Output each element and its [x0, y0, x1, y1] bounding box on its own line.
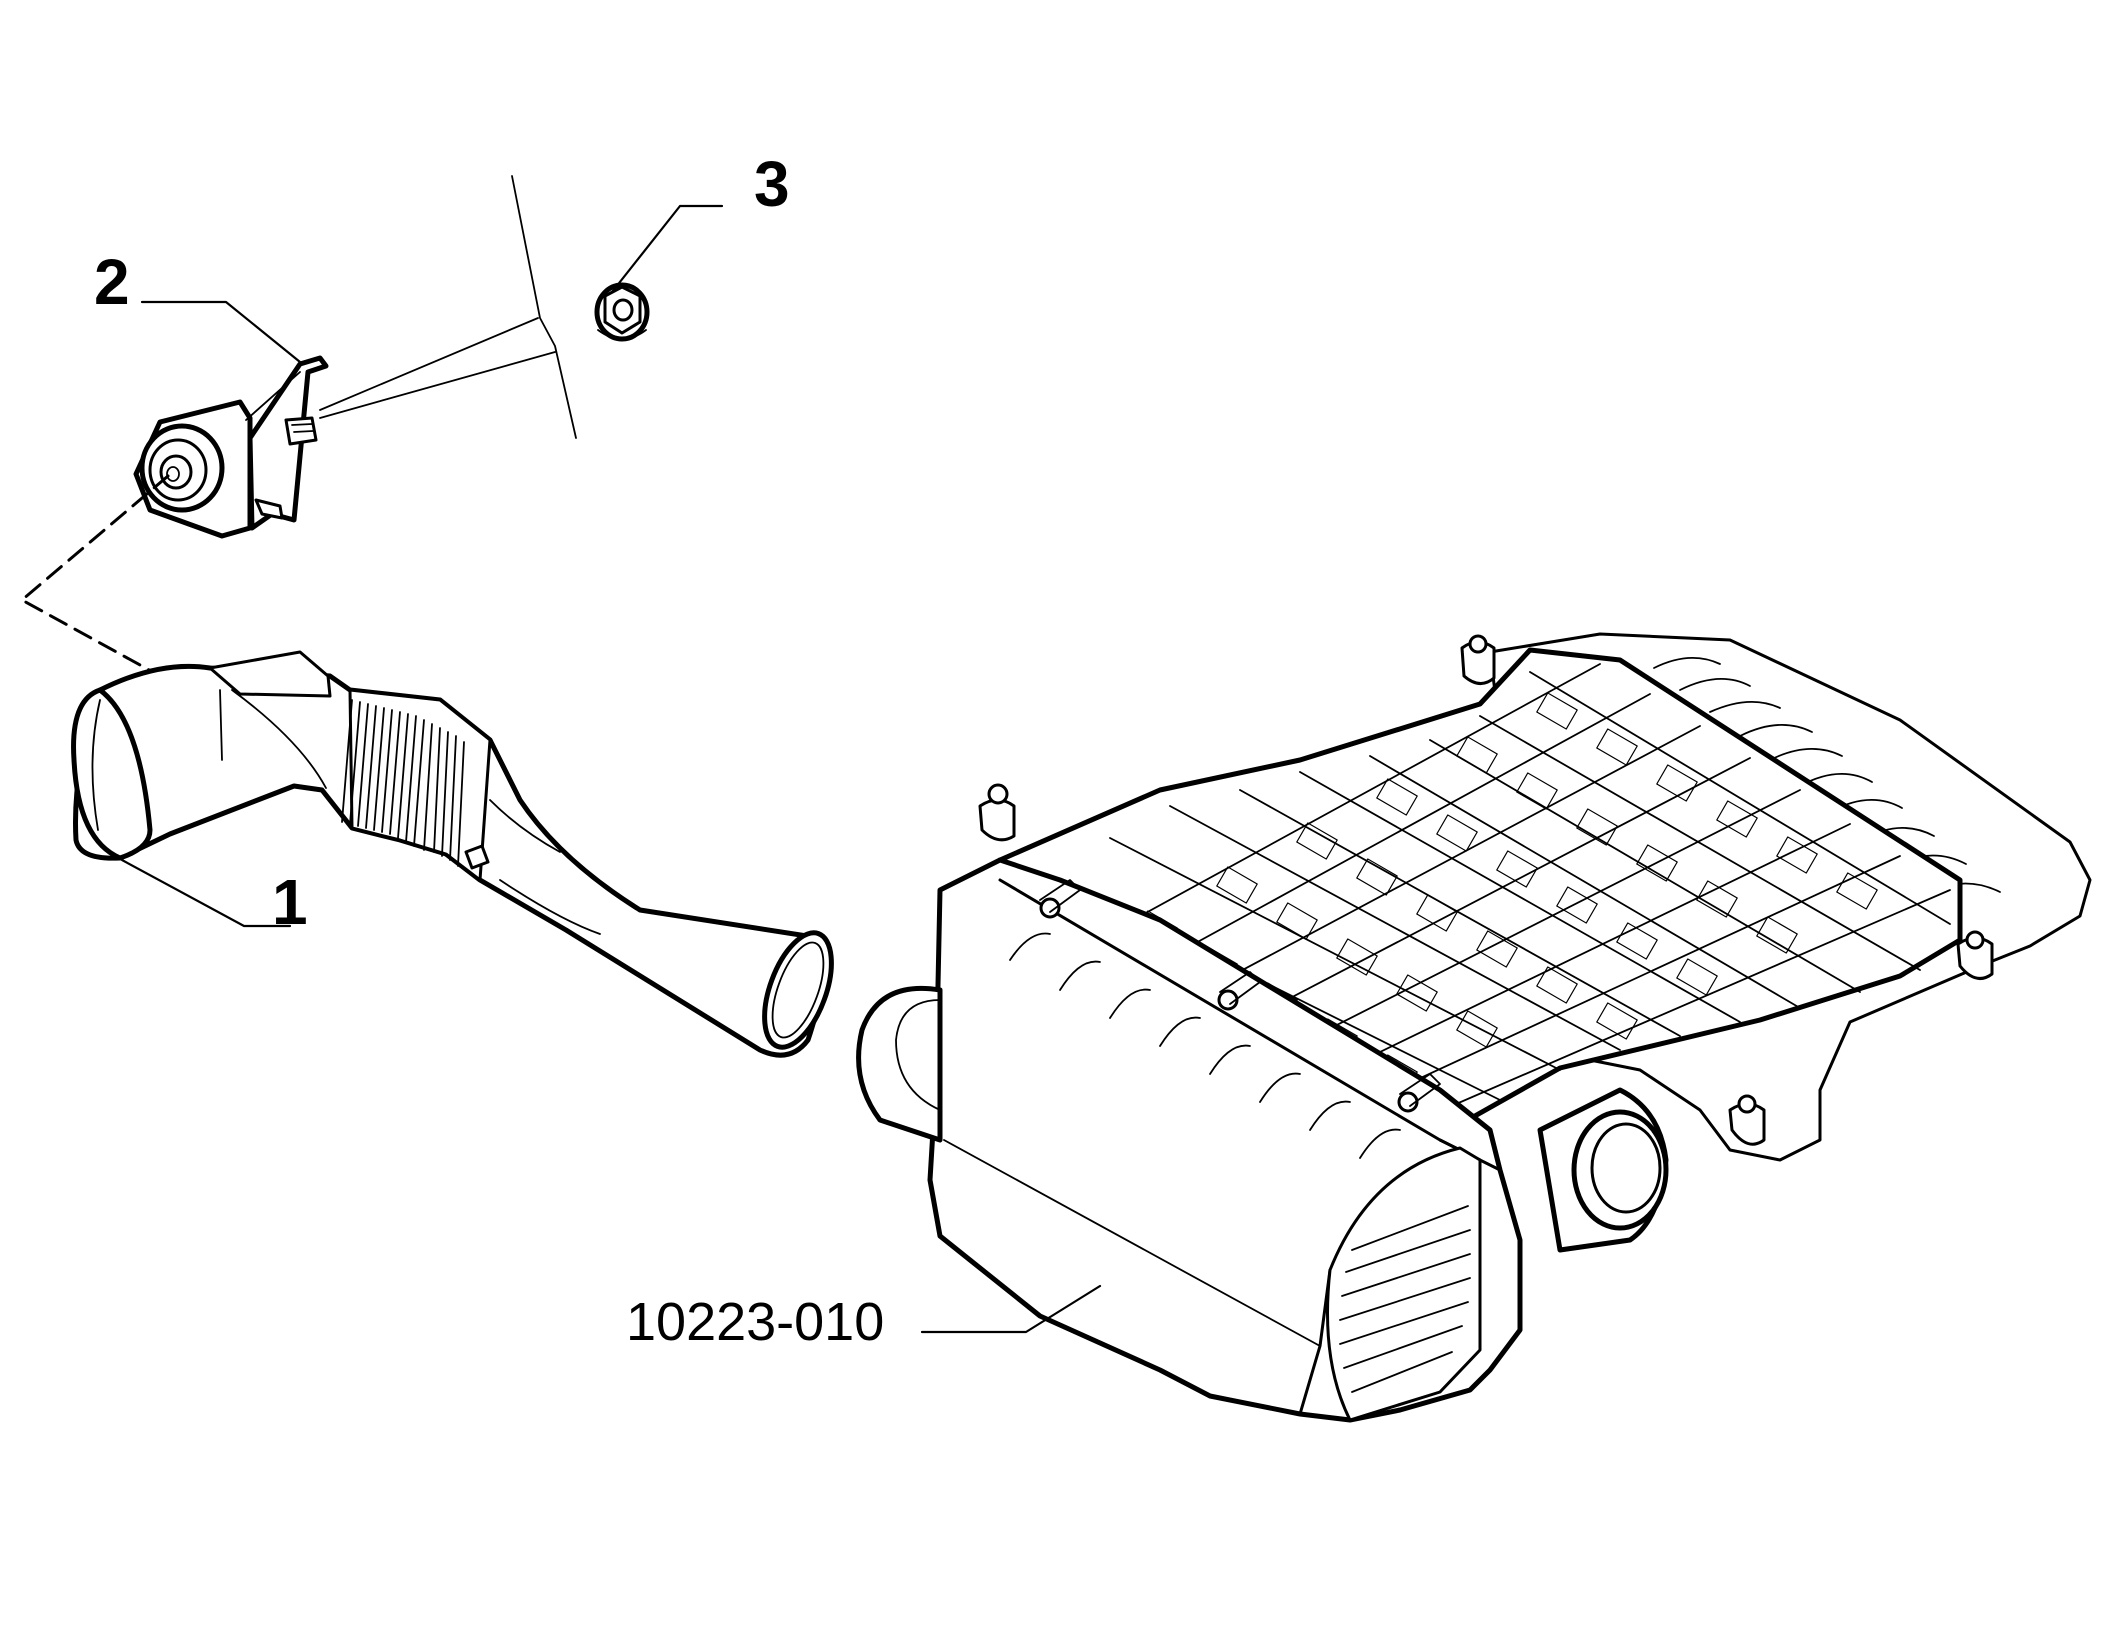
- callout-label-2: 2: [94, 246, 130, 318]
- callout-label-1: 1: [272, 866, 308, 938]
- leader-line-ref: [920, 1284, 1102, 1334]
- leader-line-3: [610, 204, 724, 294]
- housing-side-fins: [1009, 932, 1401, 1159]
- body-edge-reference-lines: [319, 175, 577, 439]
- mounting-bracket-part: [133, 355, 329, 539]
- air-filter-housing-part: [856, 632, 2092, 1423]
- flange-nut-part: [594, 282, 650, 342]
- callout-leaders: [120, 204, 1102, 1334]
- end-cap-fins: [1326, 1146, 1482, 1422]
- callout-label-3: 3: [754, 148, 790, 220]
- air-duct-hose-part: [71, 650, 834, 1058]
- callout-label-reference: 10223-010: [626, 1292, 884, 1352]
- leader-line-2: [140, 300, 302, 364]
- housing-outlet-port: [1537, 1087, 1669, 1253]
- assembly-dash-line: [20, 474, 170, 678]
- mounting-studs: [978, 634, 1994, 1146]
- leader-line-1: [120, 858, 292, 928]
- hose-bellows: [341, 688, 492, 882]
- seam-clips: [1039, 879, 1441, 1113]
- housing-inlet-snout: [856, 985, 943, 1143]
